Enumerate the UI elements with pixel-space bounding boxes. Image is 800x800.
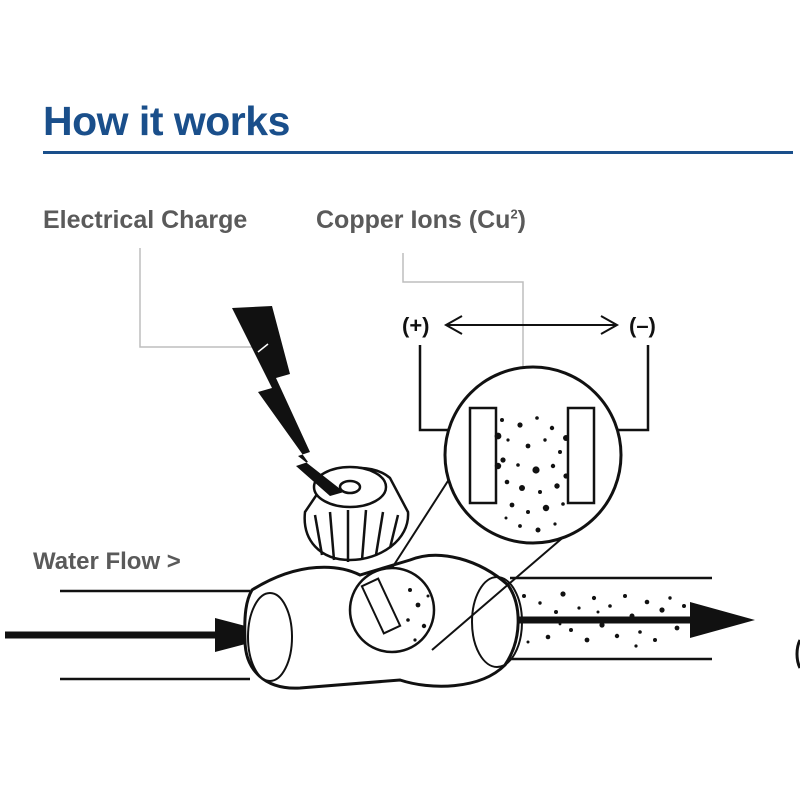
water-pipe bbox=[60, 576, 712, 681]
polarity-arrow bbox=[443, 315, 620, 335]
lightning-bolt-icon bbox=[232, 306, 344, 496]
edge-fragment bbox=[795, 639, 800, 669]
positive-terminal-label: (+) bbox=[402, 313, 430, 338]
copper-ions-superscript: 2 bbox=[510, 206, 518, 222]
title-divider bbox=[43, 151, 793, 154]
lightning-bolt-highlight bbox=[257, 343, 269, 353]
electrical-charge-leader bbox=[139, 248, 262, 348]
page-title: How it works bbox=[43, 98, 290, 144]
inner-electrode bbox=[360, 577, 402, 635]
inner-ion-particles bbox=[406, 588, 430, 642]
flow-arrow-icon bbox=[5, 618, 280, 652]
electrical-charge-label: Electrical Charge bbox=[43, 206, 248, 234]
copper-ions-leader bbox=[402, 253, 524, 412]
copper-ions-text: Copper Ions (Cu bbox=[316, 206, 511, 234]
copper-ion-particles bbox=[494, 416, 569, 533]
negative-terminal-label: (–) bbox=[629, 313, 656, 338]
ionizer-cap bbox=[303, 465, 410, 562]
zoom-line-left bbox=[391, 469, 456, 569]
copper-ions-close: ) bbox=[517, 206, 526, 234]
anode-electrode bbox=[468, 406, 498, 505]
water-flow-label: Water Flow > bbox=[33, 548, 181, 575]
body-inlet-rim bbox=[247, 592, 293, 682]
copper-ions-label: Copper Ions (Cu2) bbox=[316, 206, 526, 235]
body-outlet-rim bbox=[471, 576, 523, 668]
cathode-electrode bbox=[566, 406, 596, 505]
